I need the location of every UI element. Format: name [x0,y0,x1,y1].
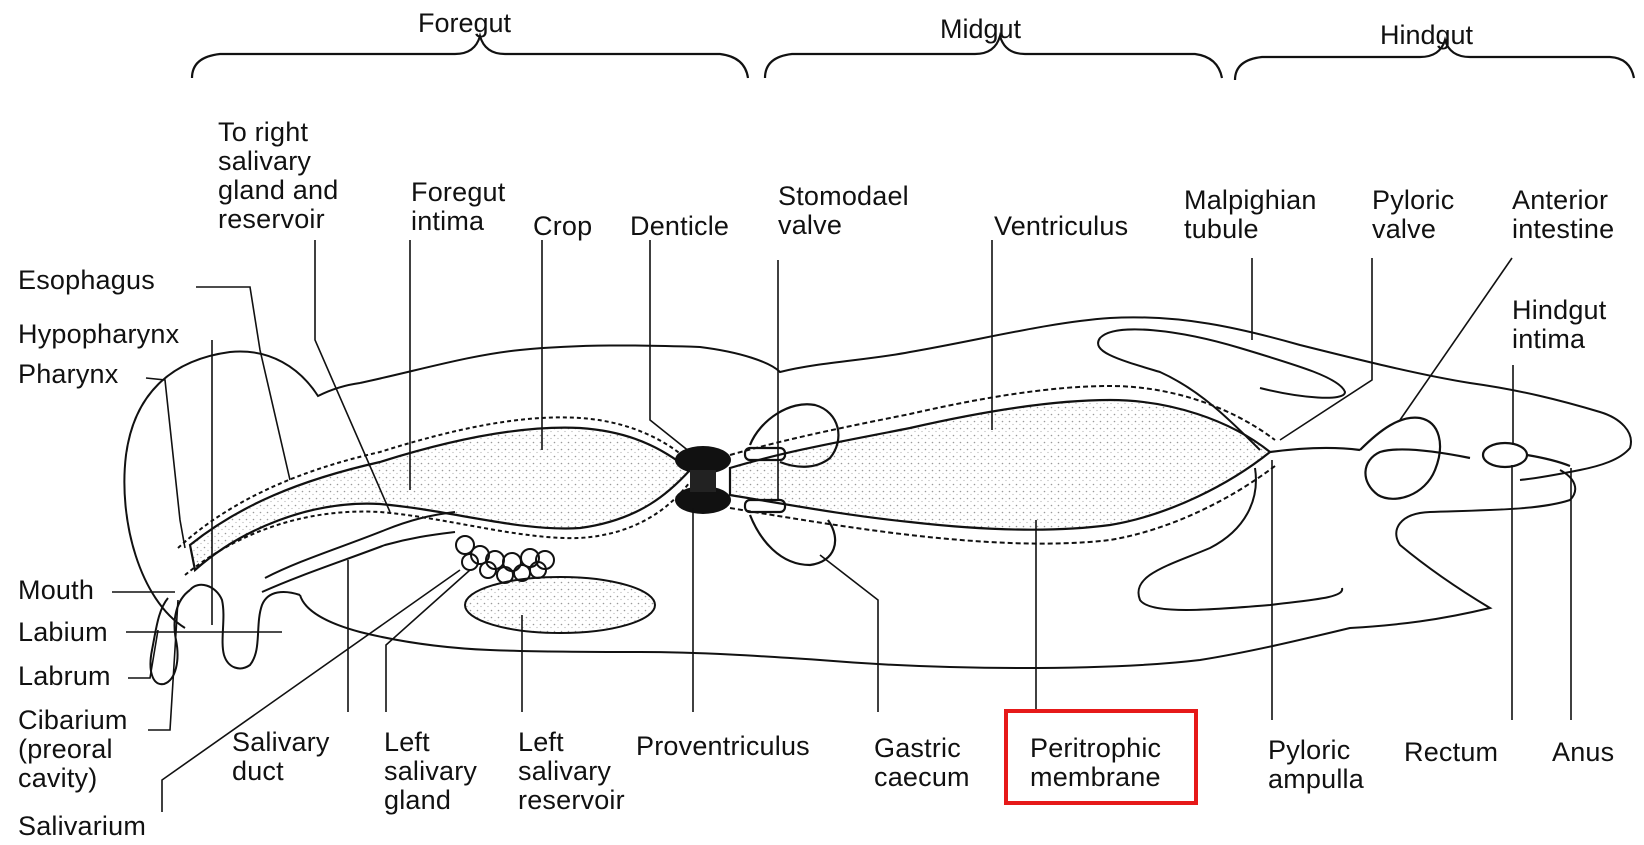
crop-lumen [190,428,690,570]
label-proventriculus: Proventriculus [636,732,810,761]
label-salivarium: Salivarium [18,812,146,841]
label-foregut-intima: Foregut intima [411,178,505,236]
label-anus: Anus [1552,738,1614,767]
label-ventriculus: Ventriculus [994,212,1128,241]
anus-duct [1527,455,1570,466]
label-stomodael-valve: Stomodael valve [778,182,909,240]
leader-esophagus [196,287,290,480]
left-salivary-reservoir [465,577,655,633]
label-left-salivary-reservoir: Left salivary reservoir [518,728,625,815]
label-crop: Crop [533,212,592,241]
proventriculus-top [675,446,731,474]
leader-gastric-caecum [820,555,878,712]
leader-pharynx [146,378,185,548]
proventriculus-center [690,470,716,492]
salivary-duct-line [265,512,455,578]
label-anterior-intestine: Anterior intestine [1512,186,1614,244]
label-cibarium: Cibarium (preoral cavity) [18,706,128,793]
label-denticle: Denticle [630,212,729,241]
label-salivary-duct: Salivary duct [232,728,330,786]
region-label-midgut: Midgut [940,14,1021,45]
foregut-brace [192,36,748,78]
hindgut-tube [1270,418,1570,499]
salivary-system [262,512,655,633]
label-pyloric-valve: Pyloric valve [1372,186,1454,244]
label-hypopharynx: Hypopharynx [18,320,179,349]
proventriculus [675,446,731,514]
label-malpighian-tubule: Malpighian tubule [1184,186,1317,244]
ventriculus-lumen [730,400,1270,530]
label-pharynx: Pharynx [18,360,118,389]
mouthpart-labium-outline [190,585,300,669]
rectum [1483,443,1527,467]
label-gastric-caecum: Gastric caecum [874,734,970,792]
label-mouth: Mouth [18,576,94,605]
region-label-hindgut: Hindgut [1380,20,1473,51]
foregut-tube [178,417,690,575]
highlight-box-peritrophic-membrane [1004,709,1198,805]
midgut-tube [730,386,1275,544]
leader-pyloric-valve [1280,258,1372,440]
label-to-right-salivary: To right salivary gland and reservoir [218,118,338,234]
anterior-intestine-loop [1360,418,1470,499]
label-esophagus: Esophagus [18,266,155,295]
label-hindgut-intima: Hindgut intima [1512,296,1606,354]
pyloric-ampulla [1270,448,1360,452]
label-left-salivary-gland: Left salivary gland [384,728,477,815]
left-salivary-gland [456,536,554,583]
label-labrum: Labrum [18,662,111,691]
label-rectum: Rectum [1404,738,1498,767]
region-label-foregut: Foregut [418,8,511,39]
leader-anterior-intestine [1400,258,1512,420]
label-labium: Labium [18,618,108,647]
label-pyloric-ampulla: Pyloric ampulla [1268,736,1364,794]
